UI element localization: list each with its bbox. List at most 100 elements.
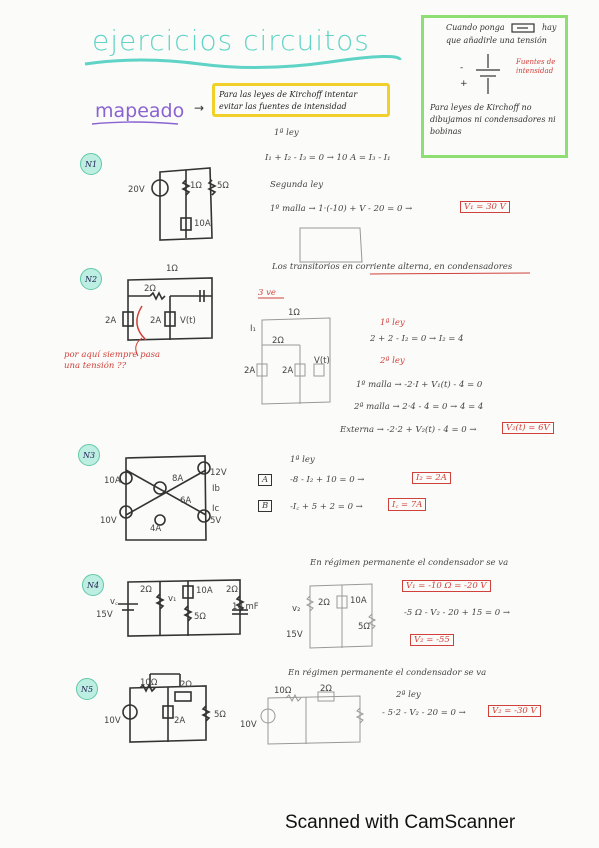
n2-heading: 1ª ley [380,318,405,328]
n3-heading: 1ª ley [290,455,315,465]
n3-result-a: I₂ = 2A [412,472,451,484]
n1-current-label: 10A [194,219,211,229]
n2-r-mid-label: 2Ω [144,284,156,294]
n4-r4-label: 5Ω [194,612,206,622]
n3-eq-b: -I꜀ + 5 + 2 = 0 → [290,502,363,512]
n2-r-top-label: 1Ω [166,264,178,274]
n5-mini-r1: 10Ω [274,686,292,696]
n5-intro: En régimen permanente el condensador se … [288,668,487,678]
n4-vc-label: v꜀ [110,597,118,607]
n2-eq2: 1º malla → -2·I + V₁(t) - 4 = 0 [356,380,483,390]
tip-line-1: Cuando ponga [446,23,505,32]
n2-mini-r-top: 1Ω [288,308,300,318]
exercise-number: N1 [80,153,102,175]
arrow-glyph: → [194,101,205,115]
voltage-source-symbol-icon: - + [460,54,500,94]
tip-line-2: hay [542,23,557,32]
fuentes-label: Fuentes de intensidad [516,58,556,75]
n3-left-label: 10A [104,476,121,486]
kirchoff-tip-box: Para las leyes de Kirchoff intentar evit… [212,83,390,117]
n2-mini-i1: I₁ [250,324,256,334]
n3-ib-label: Ib [212,484,220,494]
n2-intro: Los transitorios en corriente alterna, e… [272,262,513,272]
exercise-number: N5 [76,678,98,700]
n2-vt-label: V(t) [180,316,196,326]
n4-r1-label: 2Ω [140,585,152,595]
exercise-number: N2 [80,268,102,290]
n3-right-label: 12V [210,468,227,478]
n2-eq3: 2ª malla → 2·4 - 4 = 0 → 4 = 4 [354,402,484,412]
tip-line-3: que añadirle una tensión [446,36,547,45]
n4-mini-r2: 5Ω [358,622,370,632]
n2-mini-r-mid: 2Ω [272,336,284,346]
n1-voltage-label: 20V [128,185,145,195]
source-symbol-icon [511,23,535,33]
n2-eq1: 2 + 2 - I₂ = 0 → I₂ = 4 [370,334,464,344]
n2-result: V₂(t) = 6V [502,422,554,434]
n1-r1-label: 1Ω [190,181,202,191]
n5-r1-label: 10Ω [140,678,158,688]
n5-mini-v: 10V [240,720,257,730]
n5-result: V₂ = -30 V [488,705,541,717]
n3-bottom-label: 4A [150,524,162,534]
n4-eq1: V₁ = -10 Ω = -20 V [402,580,491,592]
scanner-watermark: Scanned with CamScanner [285,812,516,833]
n3-node-a: A [258,474,273,486]
n3-result-b: I꜀ = 7A [388,498,427,511]
n2-src1-label: 2A [105,316,117,326]
n5-r2-label: 2Ω [180,680,192,690]
n3-eq-a: -8 - I₂ + 10 = 0 → [290,475,365,485]
tip-box: Cuando ponga hay que añadirle una tensió… [421,15,568,158]
n2-mini-src2: 2A [282,366,294,376]
n4-result: V₂ = -55 [410,634,454,646]
n1-heading: 1ª ley [274,128,299,138]
exercise-number: N3 [78,444,100,466]
title-underline [84,54,402,70]
n1-eq2: 1º malla → 1·(-10) + V - 20 = 0 → [270,204,413,214]
tip-line-4: Para leyes de Kirchoff no dibujamos ni c… [430,103,556,136]
n3-node-b: B [258,500,273,512]
n4-r2-label: 10A [196,586,213,596]
n1-eq1: I₁ + I₂ - I₃ = 0 → 10 A = I₃ - I₁ [265,153,391,163]
svg-text:+: + [460,79,468,89]
n3-mid1-label: 8A [172,474,184,484]
n4-mini-v: 15V [286,630,303,640]
n1-r2-label: 5Ω [217,181,229,191]
n2-mini-vt: V(t) [314,356,330,366]
page-title: ejercicios circuitos [92,24,370,57]
n5-r3-label: 5Ω [214,710,226,720]
n4-intro: En régimen permanente el condensador se … [310,558,509,568]
n5-src-label: 2A [174,716,186,726]
n4-mini-r1: 2Ω [318,598,330,608]
n4-eq2: -5 Ω - V₂ - 20 + 15 = 0 → [404,608,511,618]
section-subtitle: mapeado [95,100,185,122]
n5-heading: 2ª ley [396,690,421,700]
n5-eq: - 5·2 - V₂ - 20 = 0 → [382,708,466,718]
n5-v-label: 10V [104,716,121,726]
n4-v-label: 15V [96,610,113,620]
n4-r3-label: 2Ω [226,585,238,595]
n2-heading2: 2ª ley [380,356,405,366]
n2-mini-src1: 2A [244,366,256,376]
n4-mini-v2: v₂ [292,604,301,614]
n1-result: V₁ = 30 V [460,201,510,213]
n3-v-label: 10V [100,516,117,526]
n4-mini-src: 10A [350,596,367,606]
subtitle-underline [91,121,179,125]
n1-heading2: Segunda ley [270,180,324,190]
n2-src2-label: 2A [150,316,162,326]
n3-ic-label: Ic [212,504,220,514]
n4-cap-label: 10 mF [232,602,259,612]
n2-eq4: Externa → -2·2 + V₂(t) - 4 = 0 → [340,425,477,435]
svg-text:-: - [460,63,463,73]
n3-v2-label: 5V [210,516,222,526]
n2-sub: 3 ve [258,288,276,298]
